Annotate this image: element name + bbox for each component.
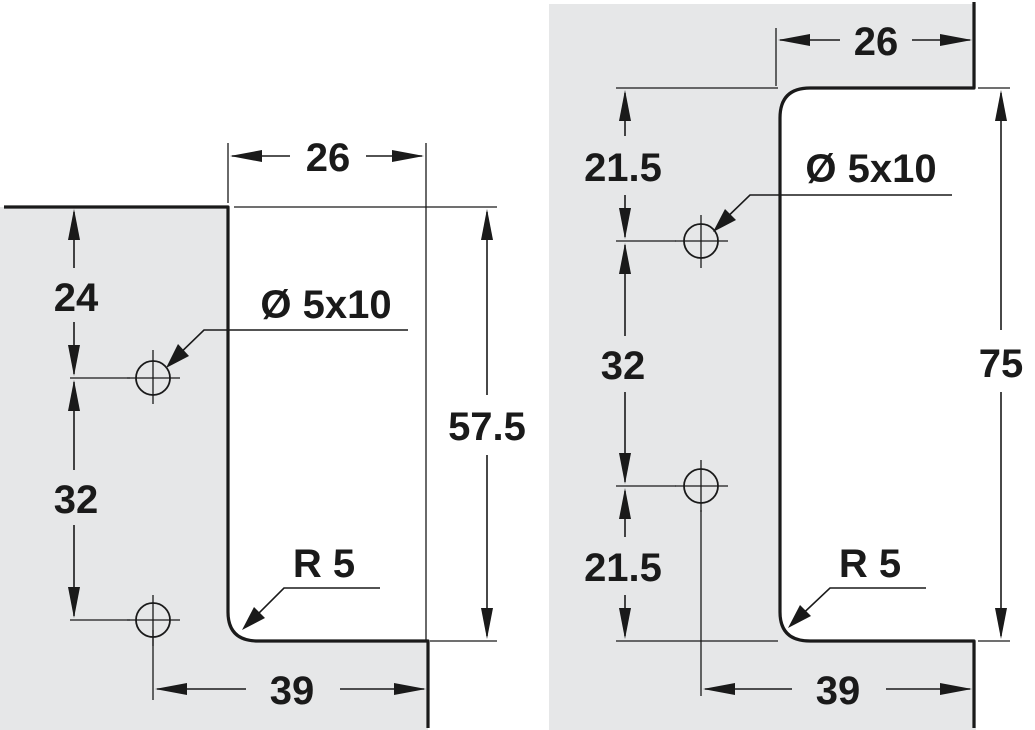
arrowhead [940,683,972,695]
arrowhead [155,683,187,695]
arrowhead [392,150,424,162]
right-panel-cutout [780,0,1035,730]
arrowhead [68,345,80,376]
left-view: 26 24 32 57.5 39 [0,136,526,730]
arrowhead [394,683,426,695]
right-profile [778,2,976,728]
leader-line [793,587,926,623]
arrowhead [995,608,1007,639]
left-dim-hole-spacing: 32 [54,478,99,522]
left-hole-upper [127,350,180,404]
arrowhead [619,243,631,274]
right-dim-height-top: 21.5 [584,146,662,190]
arrowhead [68,209,80,240]
left-panel-under [228,612,428,730]
arrowhead [778,34,810,46]
left-dim-width-top: 26 [306,136,351,180]
arrowhead [481,608,493,639]
arrowhead [68,587,80,618]
right-dim-overall-height: 75 [979,342,1024,386]
left-dim-bottom-width: 39 [270,669,315,713]
left-hole-note: Ø 5x10 [260,283,391,327]
arrowhead [242,607,265,630]
right-dim-hole-spacing: 32 [601,344,646,388]
left-dim-overall-height: 57.5 [448,405,526,449]
right-view: 26 21.5 32 21.5 75 39 [549,0,1035,730]
arrowhead [68,380,80,411]
arrowhead [995,90,1007,121]
right-dim-width-top: 26 [854,20,899,64]
arrowhead [619,90,631,121]
arrowhead [788,605,811,628]
right-hole-upper [675,215,728,268]
left-profile [4,205,430,728]
right-dim-height-bottom: 21.5 [584,546,662,590]
arrowhead [703,683,735,695]
left-radius-note: R 5 [293,542,355,586]
leader-line [247,587,380,625]
right-hole-note: Ø 5x10 [805,147,936,191]
right-hole-lower [675,460,728,512]
right-dim-bottom-width: 39 [816,669,861,713]
arrowhead [713,209,736,232]
arrowhead [619,208,631,239]
arrowhead [619,488,631,519]
arrowhead [940,34,972,46]
right-radius-note: R 5 [839,542,901,586]
arrowhead [619,453,631,484]
left-panel [0,207,228,730]
arrowhead [481,209,493,240]
left-dim-height-top: 24 [54,276,99,320]
arrowhead [230,150,262,162]
arrowhead [619,608,631,639]
left-hole-lower [127,595,180,646]
arrowhead [166,344,189,368]
